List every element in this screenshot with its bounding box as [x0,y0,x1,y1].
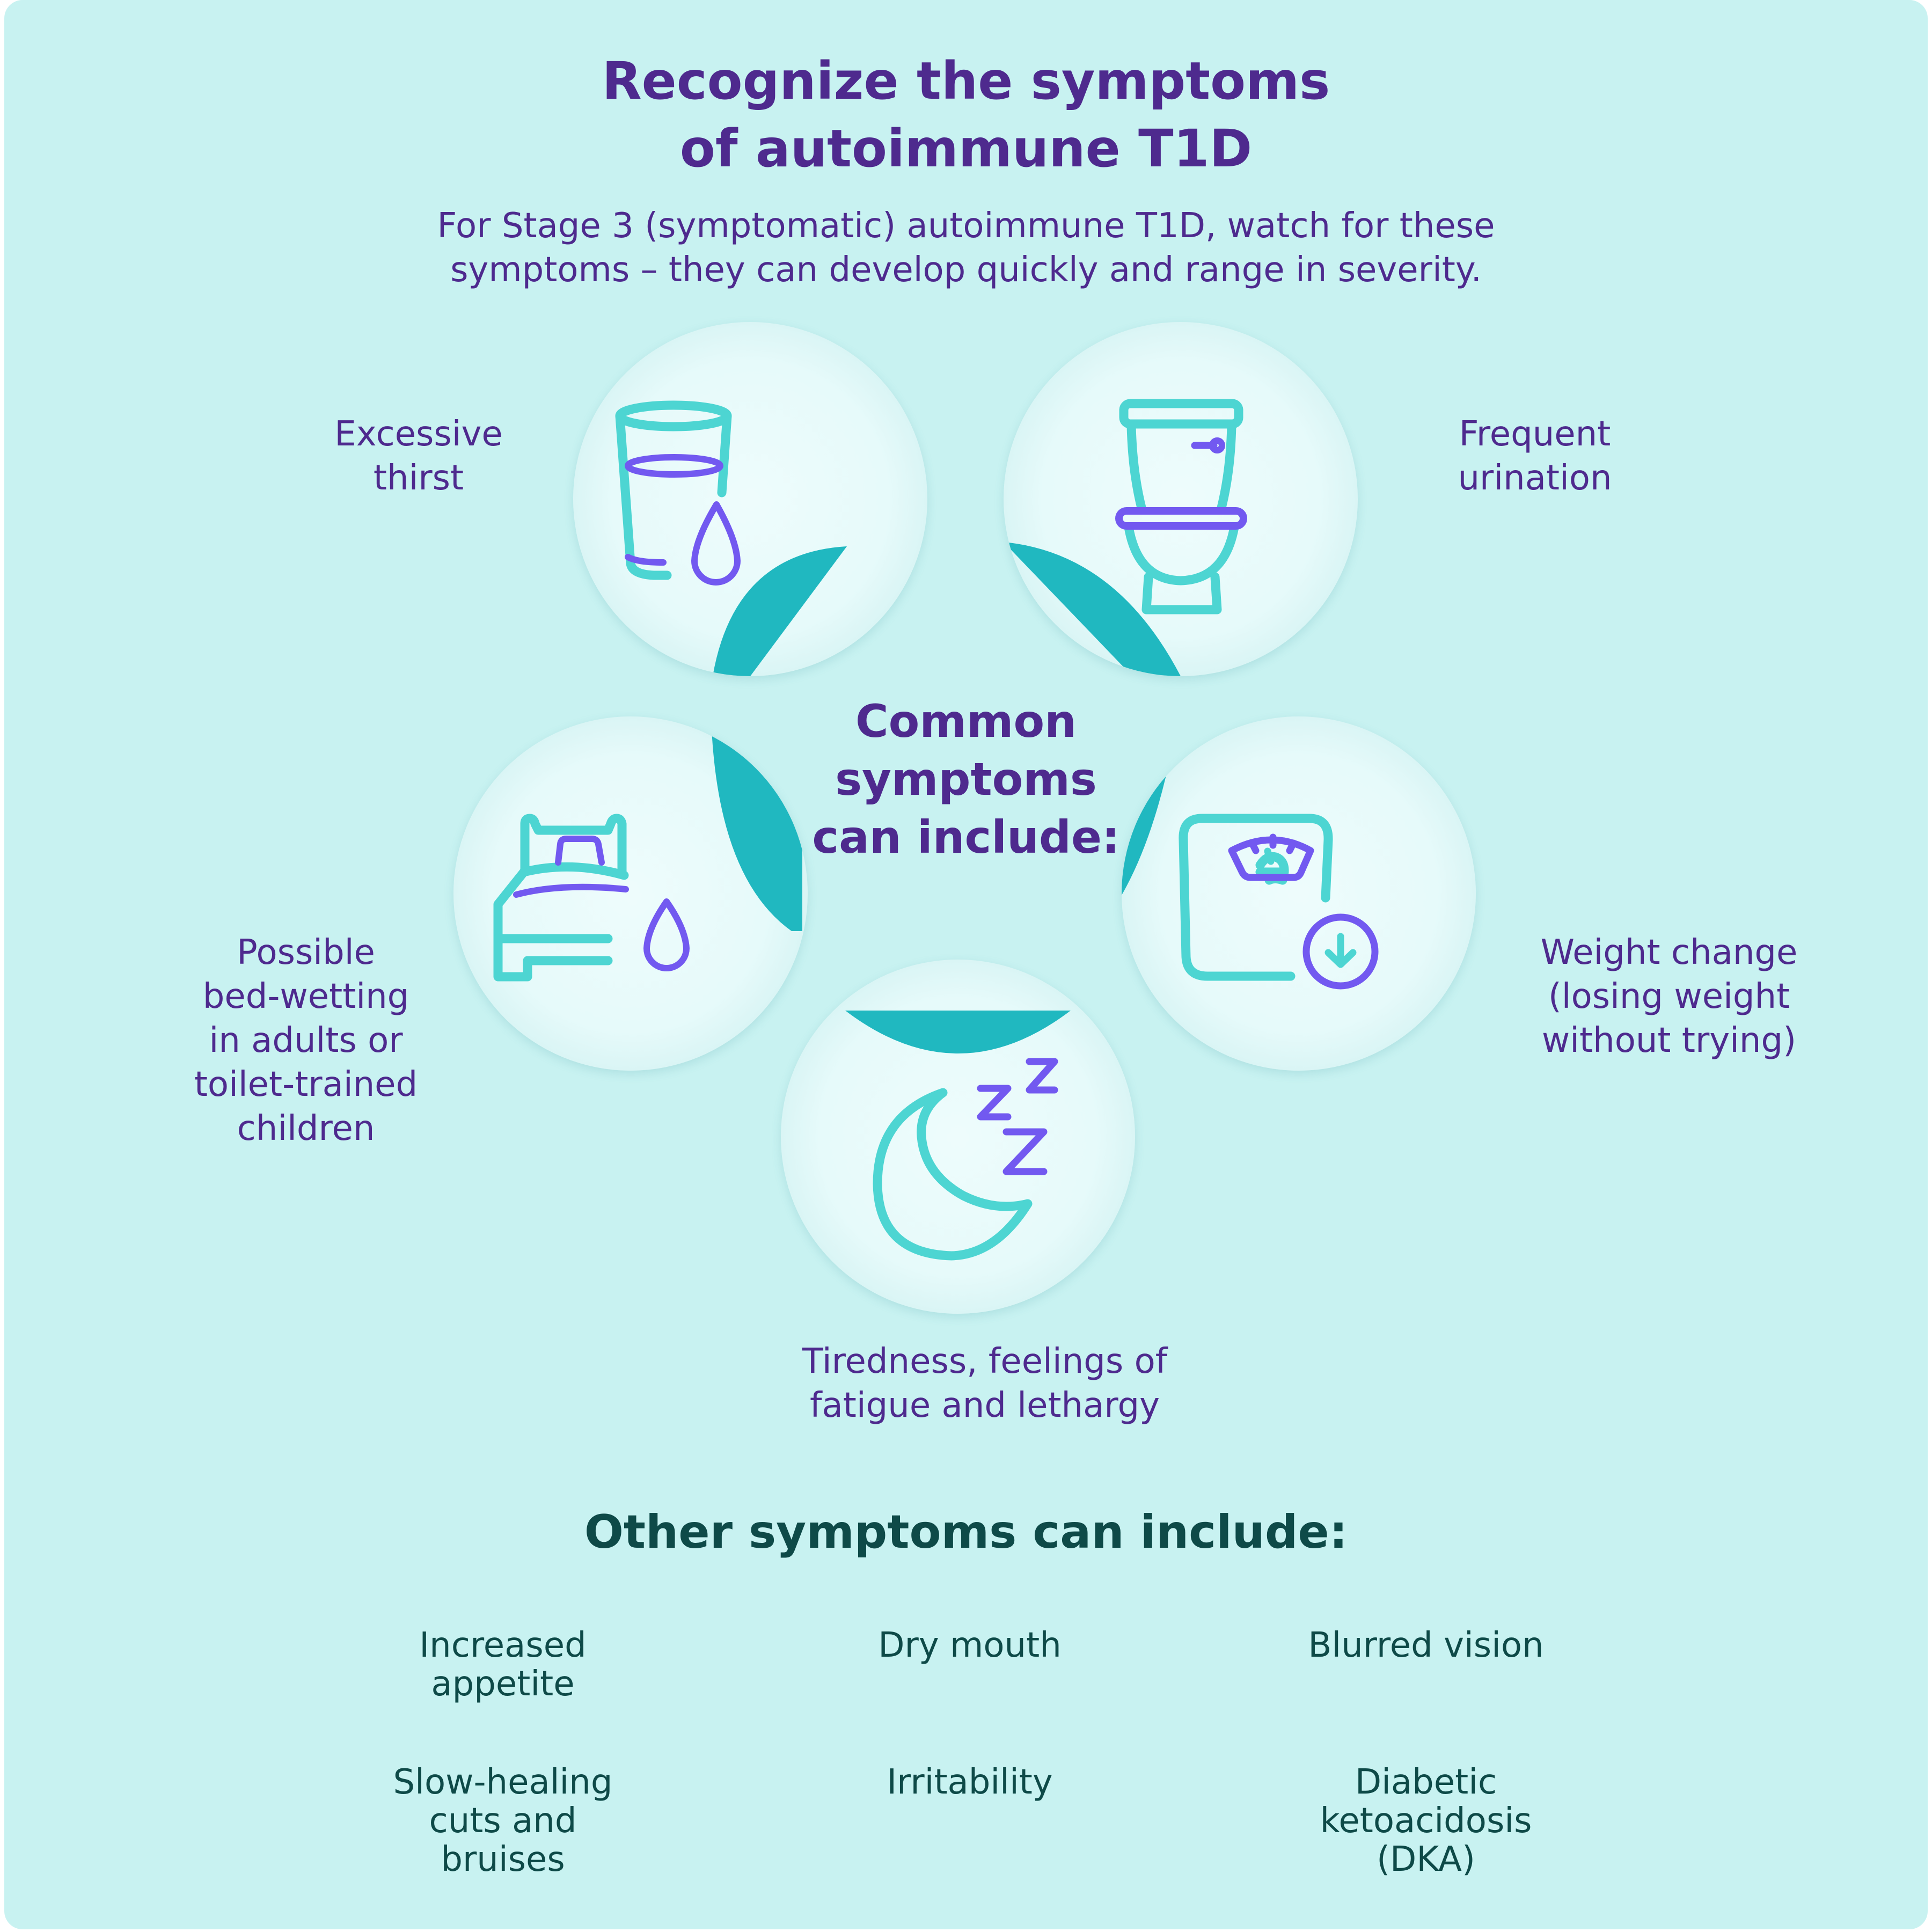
label-line: in adults or [209,1021,403,1060]
page-subtitle: For Stage 3 (symptomatic) autoimmune T1D… [0,204,1932,292]
label-line: bed-wetting [202,977,409,1016]
other-symptom-item: Slow-healing cuts and bruises [315,1763,691,1879]
label-line: children [237,1109,375,1148]
title-line: Recognize the symptoms [602,51,1330,111]
other-symptom-item: Diabetic ketoacidosis (DKA) [1238,1763,1614,1879]
label-line: thirst [373,458,464,498]
other-symptom-item: Blurred vision [1238,1626,1614,1665]
label-line: cuts and [429,1801,577,1841]
weight-scale-down-icon [1122,716,1379,990]
other-symptom-item: Irritability [782,1763,1158,1802]
other-symptom-item: Increased appetite [315,1626,691,1703]
label-line: Irritability [887,1762,1053,1802]
label-line: Weight change [1540,933,1798,972]
bed-with-droplet-icon [493,716,802,982]
label-line: (DKA) [1377,1840,1475,1879]
heading-line: symptoms [835,753,1097,806]
symptom-label-weight: Weight change (losing weight without try… [1481,931,1857,1063]
symptom-bubble-tiredness [781,960,1135,1314]
subtitle-line: symptoms – they can develop quickly and … [450,250,1482,290]
label-line: ketoacidosis [1320,1801,1532,1841]
page-title: Recognize the symptoms of autoimmune T1D [0,47,1932,182]
symptom-bubble-urination [1004,322,1358,676]
toilet-icon [1004,399,1247,676]
label-line: (losing weight [1548,977,1790,1016]
symptom-label-tiredness: Tiredness, feelings of fatigue and letha… [698,1340,1272,1428]
other-symptom-item: Dry mouth [782,1626,1158,1665]
accent-peel [1122,716,1178,895]
label-line: Tiredness, feelings of [802,1342,1168,1381]
symptom-bubble-bedwetting [453,716,808,1071]
moon-sleep-icon [845,1011,1071,1261]
label-line: toilet-trained [194,1065,418,1104]
symptom-label-thirst: Excessive thirst [258,412,580,500]
label-line: Increased [419,1626,587,1665]
label-line: bruises [441,1840,565,1879]
symptom-label-urination: Frequent urination [1374,412,1696,500]
glass-of-water-icon [615,400,847,676]
accent-peel [713,546,847,676]
accent-peel [1004,542,1181,676]
heading-line: can include: [812,811,1120,863]
symptom-label-bedwetting: Possible bed-wetting in adults or toilet… [145,931,467,1151]
label-line: Dry mouth [878,1626,1062,1665]
symptom-bubble-weight [1122,716,1476,1071]
symptom-bubble-thirst [573,322,927,676]
label-line: Excessive [334,414,503,454]
other-symptoms-heading: Other symptoms can include: [584,1505,1348,1559]
label-line: Slow-healing [393,1762,613,1802]
title-line: of autoimmune T1D [679,119,1253,179]
accent-peel [711,716,802,931]
subtitle-line: For Stage 3 (symptomatic) autoimmune T1D… [437,206,1495,246]
label-line: urination [1458,458,1612,498]
heading-line: Common [855,695,1077,748]
label-line: Blurred vision [1308,1626,1544,1665]
accent-peel [845,1011,1071,1053]
label-line: Possible [237,933,375,972]
label-line: Frequent [1459,414,1611,454]
label-line: appetite [431,1664,575,1704]
common-symptoms-heading: Common symptoms can include: [778,692,1154,866]
label-line: without trying) [1541,1021,1797,1060]
label-line: Diabetic [1355,1762,1497,1802]
label-line: fatigue and lethargy [810,1386,1160,1425]
